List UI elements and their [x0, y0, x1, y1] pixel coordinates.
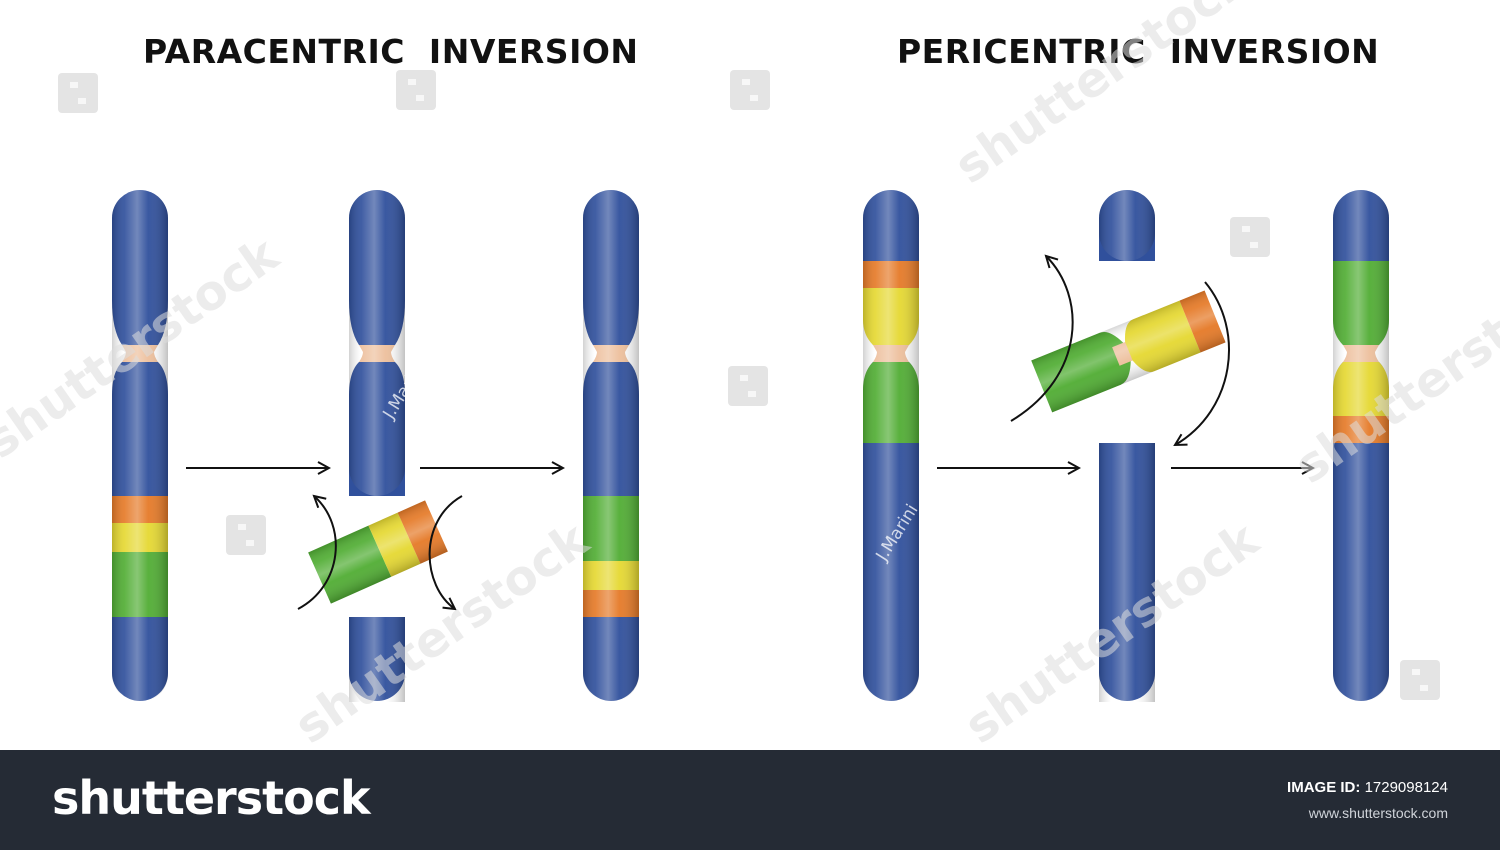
image-id: IMAGE ID: 1729098124 — [1287, 779, 1448, 796]
rotation-arrow-icon — [1010, 256, 1074, 422]
chromosome-pericentric-breaking — [1099, 190, 1155, 702]
pericentric-title: PERICENTRIC INVERSION — [897, 32, 1380, 71]
inverted-fragment-paracentric — [308, 500, 448, 604]
rotation-arrow-icon — [297, 496, 337, 610]
shutterstock-logo-icon — [396, 70, 436, 110]
paracentric-title: PARACENTRIC INVERSION — [143, 32, 639, 71]
inverted-fragment-pericentric — [1031, 290, 1226, 413]
shutterstock-logo-icon — [226, 515, 266, 555]
shutterstock-logo-icon — [728, 366, 768, 406]
chromosome-pericentric-inverted — [1333, 190, 1389, 702]
shutterstock-logo-icon — [1400, 660, 1440, 700]
shutterstock-logo-icon — [730, 70, 770, 110]
chromosome-pericentric-original — [863, 190, 919, 702]
chromosome-paracentric-original — [112, 190, 168, 702]
watermark-text: shutterstock — [945, 0, 1260, 195]
rotation-arrow-icon — [428, 495, 463, 609]
image-id-label: IMAGE ID: — [1287, 779, 1361, 796]
chromosome-paracentric-inverted — [583, 190, 639, 702]
shutterstock-logo-icon — [58, 73, 98, 113]
chromosome-paracentric-breaking — [349, 190, 405, 702]
footer-bar — [0, 750, 1500, 850]
inversion-diagram: J.Marini J.Marini shutterstock shutterst… — [0, 0, 1500, 750]
image-id-value: 1729098124 — [1364, 779, 1448, 796]
shutterstock-logo: shutterstock — [52, 771, 371, 825]
watermark-text: shutterstock — [1285, 251, 1500, 495]
shutterstock-logo-icon — [1230, 217, 1270, 257]
rotation-arrow-icon — [1175, 281, 1230, 445]
site-url: www.shutterstock.com — [1308, 805, 1448, 821]
